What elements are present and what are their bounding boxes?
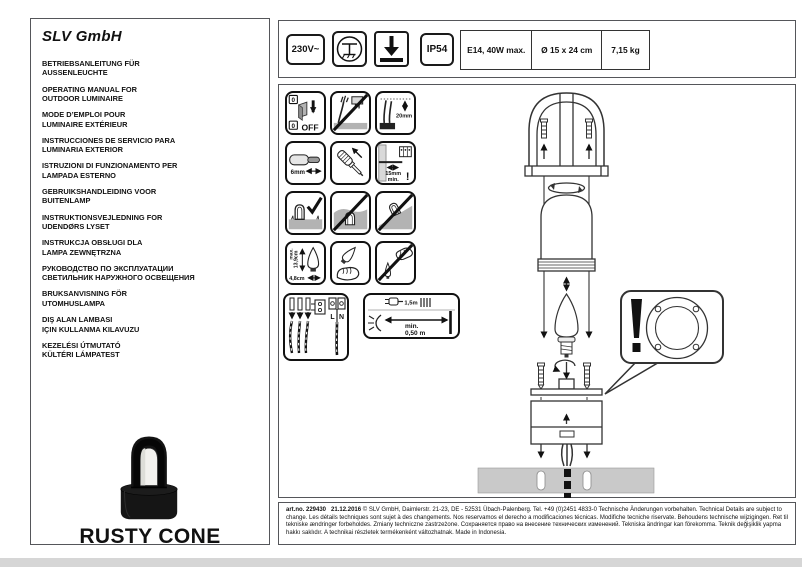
- title-line: LAMPADA ESTERNO: [42, 170, 116, 180]
- page-bottom-band: [0, 558, 802, 567]
- svg-text:0: 0: [292, 123, 296, 130]
- technical-specs-box: E14, 40W max. Ø 15 x 24 cm 7,15 kg: [460, 30, 650, 70]
- warning-exclamation-icon: [631, 299, 642, 352]
- dimension-spec: Ø 15 x 24 cm: [531, 31, 601, 69]
- pictogram-no-live-connection: [330, 91, 371, 135]
- svg-text:0,50 m: 0,50 m: [405, 330, 425, 337]
- svg-text:min.: min.: [405, 323, 419, 330]
- pictogram-strip-wire-6mm: 6mm: [285, 141, 326, 185]
- svg-text:6mm: 6mm: [291, 169, 306, 176]
- title-line: DIŞ ALAN LAMBASI: [42, 315, 113, 325]
- product-photo-rusty-cone: [120, 436, 178, 520]
- pictogram-wiring-l-n: L N: [283, 293, 349, 361]
- product-name: RUSTY CONE: [79, 525, 221, 548]
- svg-text:1,5m: 1,5m: [404, 301, 417, 307]
- protective-earth-icon: [336, 36, 363, 62]
- svg-text:20mm: 20mm: [396, 114, 412, 120]
- title-line: INSTRUKCJA OBSŁUGI DLA: [42, 238, 143, 248]
- pictogram-handle-bulb: [330, 241, 371, 285]
- floor-mount-icon: [380, 36, 403, 62]
- title-line: BRUKSANVISNING FÖR: [42, 289, 127, 299]
- imprint-text: © SLV GmbH, Daimlerstr. 21-23, DE - 5253…: [286, 507, 788, 537]
- title-line: UTOMHUSLAMPA: [42, 298, 105, 308]
- svg-text:15mm: 15mm: [385, 171, 401, 177]
- imprint-box: art.no. 229430 21.12.2016 © SLV GmbH, Da…: [278, 502, 796, 545]
- floor-mount-badge: [374, 31, 409, 67]
- svg-text:min.: min.: [388, 177, 400, 183]
- svg-text:0: 0: [292, 97, 296, 104]
- svg-text:L: L: [330, 314, 335, 321]
- title-line: LUMINARIA EXTERIOR: [42, 145, 124, 155]
- imprint-paragraph: art.no. 229430 21.12.2016 © SLV GmbH, Da…: [279, 503, 795, 542]
- title-line: LUMINAIRE EXTÉRIEUR: [42, 119, 128, 129]
- svg-text:13,9cm: 13,9cm: [293, 250, 299, 268]
- title-line: BUITENLAMP: [42, 196, 91, 206]
- pictogram-recess-15mm: 15mm min. !: [375, 141, 416, 185]
- spec-bar: 230V~ IP54 E14, 40W max. Ø 15 x 24 cm: [278, 20, 796, 78]
- title-line: UDENDØRS LYSET: [42, 222, 110, 232]
- svg-text:OFF: OFF: [301, 123, 318, 133]
- lamp-spec: E14, 40W max.: [467, 45, 526, 55]
- title-line: IÇIN KULLANMA KILAVUZU: [42, 324, 140, 334]
- assembly-illustration: [477, 92, 724, 498]
- pictogram-no-burying: [330, 191, 371, 235]
- pictogram-bulb-dimensions: max. 13,9cm 4,8cm: [285, 241, 326, 285]
- title-line: GEBRUIKSHANDLEIDING VOOR: [42, 187, 157, 197]
- title-line: СВЕТИЛЬНИК НАРУЖНОГО ОСВЕЩЕНИЯ: [42, 273, 195, 283]
- title-line: KEZELÉSI ÚTMUTATÓ: [42, 340, 121, 350]
- title-line: BETRIEBSANLEITUNG FÜR: [42, 59, 140, 68]
- title-line: OPERATING MANUAL FOR: [42, 84, 137, 94]
- svg-text:N: N: [339, 314, 344, 321]
- title-line: LAMPA ZEWNĘTRZNA: [42, 247, 122, 257]
- ip-rating-badge: IP54: [420, 33, 454, 66]
- voltage-badge: 230V~: [286, 34, 325, 65]
- title-line: INSTRUCCIONES DE SERVICIO PARA: [42, 135, 176, 145]
- earth-symbol-badge: [332, 31, 367, 67]
- svg-text:max.: max.: [289, 248, 294, 260]
- pictogram-screwdriver: [330, 141, 371, 185]
- pictogram-cable-length-20mm: 20mm: [375, 91, 416, 135]
- pictogram-install-ok: [285, 191, 326, 235]
- pictogram-switch-off: 0 0 OFF: [285, 91, 326, 135]
- title-line: РУКОВОДСТВО ПО ЭКСПЛУАТАЦИИ: [42, 263, 174, 273]
- instruction-area: 0 0 OFF: [278, 84, 796, 498]
- title-line: AUSSENLEUCHTE: [42, 68, 108, 78]
- weight-spec: 7,15 kg: [601, 31, 649, 69]
- title-line: ISTRUZIONI DI FUNZIONAMENTO PER: [42, 161, 178, 171]
- pictogram-no-slope-mounting: [375, 191, 416, 235]
- pictogram-min-distance: 1,5m min. 0,50 m: [363, 293, 460, 339]
- print-date: 21.12.2016: [331, 507, 362, 513]
- article-number: art.no. 229430: [286, 507, 327, 513]
- svg-text:!: !: [406, 171, 410, 183]
- title-line: KÜLTÉRI LÁMPATEST: [42, 350, 120, 360]
- title-line: OUTDOOR LUMINAIRE: [42, 94, 123, 104]
- title-line: MODE D’EMPLOI POUR: [42, 110, 126, 120]
- title-line: INSTRUKTIONSVEJLEDNING FOR: [42, 212, 163, 222]
- brand-name: SLV GmbH: [42, 28, 122, 45]
- svg-text:4,8cm: 4,8cm: [289, 276, 305, 282]
- pictogram-no-bare-hand: [375, 241, 416, 285]
- mounting-plate-top-view: [645, 296, 709, 360]
